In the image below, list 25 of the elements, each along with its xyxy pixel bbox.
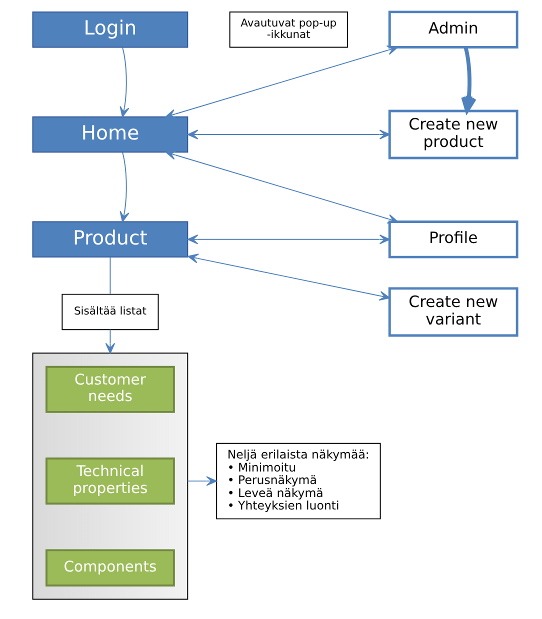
node-box: Profile: [388, 220, 518, 258]
node-box: Neljä erilaista näkymää: • Minimoitu • Perusnäkymä • Leveä näkymä • Yhteyksien luonti: [216, 442, 381, 520]
arrow: [105, 329, 116, 354]
node-box: Home: [32, 116, 188, 153]
node-box: Technical properties: [46, 458, 175, 505]
arrow: [120, 152, 130, 222]
node-box: Create new variant: [388, 287, 518, 337]
arrow: [120, 47, 130, 118]
node-box: Login: [32, 11, 188, 48]
arrow: [188, 254, 390, 301]
connector: [110, 256, 111, 294]
arrow: [187, 234, 390, 244]
node-box: Components: [46, 549, 175, 586]
arrow: [187, 476, 217, 486]
node-box: Avautuvat pop-up -ikkunat: [229, 11, 348, 48]
node-box: Sisältää listat: [62, 294, 159, 330]
arrow: [166, 150, 398, 224]
arrow: [165, 45, 398, 119]
node-box: Product: [32, 221, 188, 258]
node-box: Admin: [388, 10, 518, 48]
cluster: [32, 352, 188, 600]
node-box: Customer needs: [46, 366, 175, 413]
node-box: Create new product: [388, 110, 518, 160]
arrow: [187, 130, 390, 140]
arrow: [461, 47, 476, 113]
